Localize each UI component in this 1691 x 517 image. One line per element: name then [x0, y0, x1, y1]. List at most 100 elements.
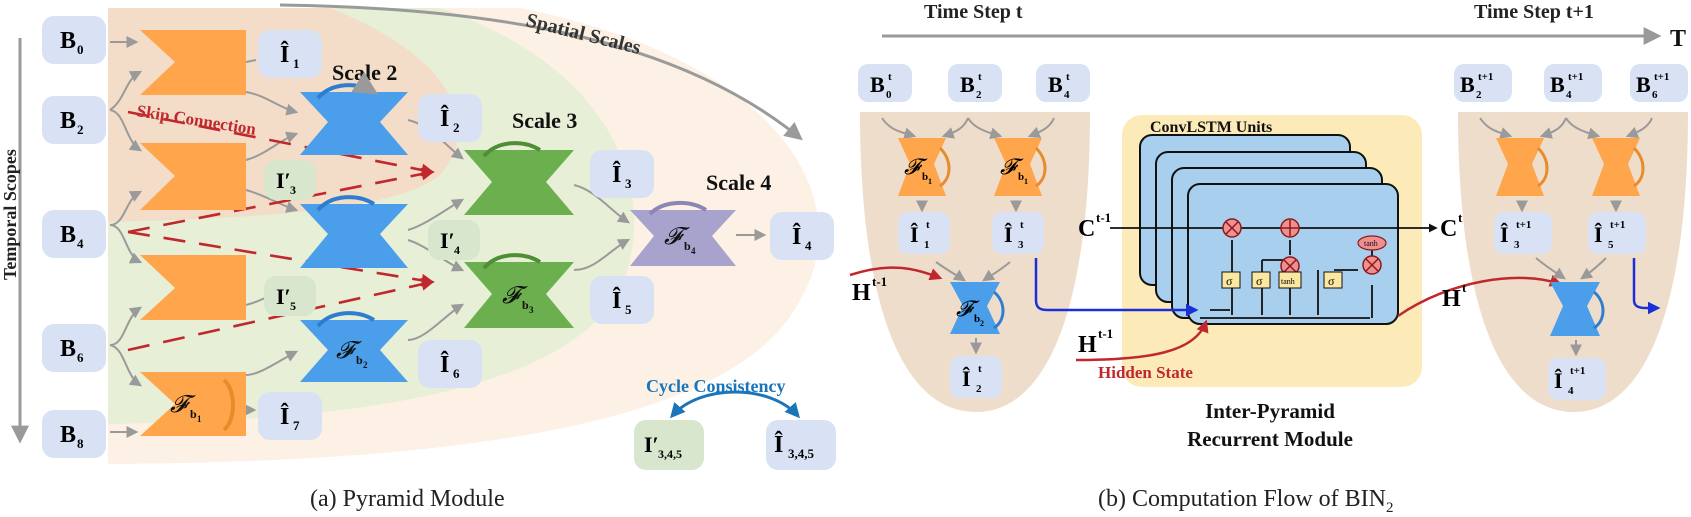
svg-text:t: t [926, 219, 930, 231]
blue-blocks [300, 92, 408, 382]
svg-text:B: B [960, 72, 975, 97]
svg-text:b: b [522, 298, 529, 312]
svg-text:t: t [978, 71, 982, 83]
svg-text:Î: Î [1500, 222, 1509, 247]
svg-text:t+1: t+1 [1570, 365, 1585, 377]
svg-text:t-1: t-1 [872, 274, 887, 289]
purple-block-fb4 [630, 210, 736, 266]
svg-text:B: B [60, 28, 76, 54]
svg-text:0: 0 [77, 42, 84, 57]
svg-text:B: B [1636, 72, 1651, 97]
svg-text:H: H [1442, 286, 1461, 312]
svg-text:tanh: tanh [1281, 277, 1295, 286]
svg-text:2: 2 [77, 122, 84, 137]
convlstm-ops: tanh [1222, 218, 1387, 276]
svg-text:t: t [1066, 71, 1070, 83]
svg-text:σ: σ [1226, 274, 1233, 288]
h-next-arrow [1397, 274, 1563, 318]
svg-text:t+1: t+1 [1610, 219, 1625, 231]
scale-4-label: Scale 4 [706, 170, 771, 195]
svg-text:5: 5 [290, 299, 296, 313]
blue-block-t1 [1550, 282, 1600, 336]
svg-text:b: b [1018, 171, 1024, 183]
orange-block-fb1 [140, 372, 246, 436]
svg-text:t: t [978, 363, 982, 375]
svg-text:Î: Î [1594, 222, 1603, 247]
svg-text:3: 3 [1018, 239, 1024, 251]
svg-text:t: t [888, 71, 892, 83]
time-axis-label: T [1670, 26, 1686, 52]
svg-text:6: 6 [453, 366, 460, 381]
svg-text:t: t [1462, 280, 1467, 295]
svg-text:3,4,5: 3,4,5 [658, 447, 682, 461]
svg-text:t: t [1020, 219, 1024, 231]
svg-text:B: B [60, 222, 76, 248]
blue-output-arrow [1034, 258, 1199, 317]
svg-text:Î: Î [280, 41, 289, 68]
svg-text:B: B [60, 422, 76, 448]
svg-text:4: 4 [1064, 89, 1070, 101]
blue-block [300, 204, 408, 268]
svg-text:2: 2 [453, 120, 460, 135]
svg-text:1: 1 [293, 56, 300, 71]
convlstm-label: ConvLSTM Units [1150, 119, 1272, 136]
svg-text:Î: Î [792, 223, 801, 250]
svg-text:2: 2 [980, 319, 984, 328]
caption-panel-b: (b) Computation Flow of BIN2 [1098, 486, 1394, 517]
svg-text:3: 3 [1514, 239, 1520, 251]
green-blocks [464, 150, 574, 328]
svg-text:t+1: t+1 [1516, 219, 1531, 231]
svg-text:4: 4 [454, 243, 460, 257]
svg-text:b: b [922, 171, 928, 183]
svg-text:I′: I′ [276, 168, 291, 193]
svg-text:Î: Î [1554, 368, 1563, 393]
scale-3-label: Scale 3 [512, 108, 577, 133]
green-block [464, 150, 574, 215]
svg-text:1: 1 [928, 177, 932, 186]
svg-text:4: 4 [1568, 385, 1574, 397]
svg-text:H: H [1078, 332, 1097, 358]
svg-text:5: 5 [625, 302, 632, 317]
blue-block-fb2 [300, 320, 408, 382]
svg-text:I′: I′ [276, 284, 291, 309]
svg-text:σ: σ [1256, 274, 1263, 288]
svg-text:C: C [1078, 216, 1095, 242]
scale-2-label: Scale 2 [332, 60, 397, 85]
svg-text:σ: σ [1328, 274, 1335, 288]
cycle-consistency-arrow [670, 390, 800, 419]
gate-boxes: σ σ tanh σ [1221, 271, 1343, 289]
svg-text:b: b [684, 239, 691, 253]
svg-text:3: 3 [290, 183, 296, 197]
time-step-t1-label: Time Step t+1 [1474, 1, 1594, 23]
svg-text:b: b [974, 313, 980, 325]
orange-block [140, 30, 246, 95]
svg-text:4: 4 [77, 236, 84, 251]
orange-block-t1b [1592, 138, 1640, 196]
svg-text:Î: Î [612, 161, 621, 188]
svg-text:Î: Î [962, 366, 971, 391]
green-block-fb3 [464, 262, 574, 328]
svg-text:Î: Î [612, 287, 621, 314]
svg-text:B: B [1048, 72, 1063, 97]
intermediate-node-i4: I′4 [428, 220, 480, 260]
orange-block-t1 [1496, 138, 1544, 196]
